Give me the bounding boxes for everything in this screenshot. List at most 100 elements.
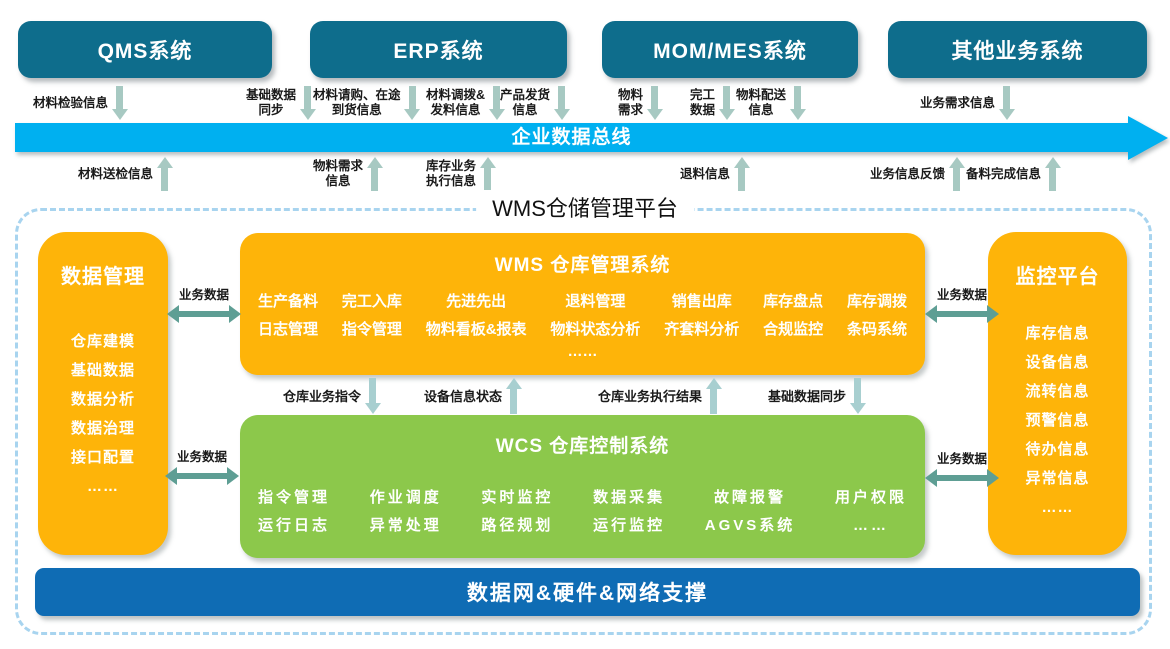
flow-material-delivery-info: 物料配送 信息 [736, 84, 806, 122]
flow-label: 仓库业务执行结果 [598, 388, 703, 404]
up-arrow-icon [948, 157, 965, 191]
system-box-qms-label: QMS系统 [97, 39, 193, 63]
flow-label: 退料信息 [680, 166, 731, 181]
list-item: …… [87, 478, 119, 495]
flow-business-execution-result: 仓库业务执行结果 [598, 377, 722, 415]
double-arrow-icon [165, 467, 239, 485]
module-item: 条码系统 [846, 321, 907, 338]
list-item: 库存信息 [1025, 325, 1090, 342]
flow-material-return-info: 退料信息 [680, 155, 750, 193]
module-column: 实时监控 路径规划 [481, 484, 553, 540]
flow-label: 物料需求 信息 [313, 159, 364, 188]
module-column: 库存调拨 条码系统 [847, 288, 907, 344]
flow-completion-data: 完工 数据 [690, 84, 735, 122]
flow-transfer-issue-info: 材料调拨& 发料信息 [426, 84, 505, 122]
exchange-label: 业务数据 [936, 452, 987, 466]
down-arrow-icon [849, 378, 866, 414]
module-item: 实时监控 [481, 489, 554, 506]
data-management-items: 仓库建模 基础数据 数据分析 数据治理 接口配置 …… [38, 327, 168, 501]
flow-material-submission-info: 材料送检信息 [78, 155, 173, 193]
exchange-label: 业务数据 [936, 288, 987, 302]
module-item: 物料状态分析 [550, 321, 641, 338]
list-item: 仓库建模 [70, 333, 135, 350]
monitor-platform-title: 监控平台 [1015, 266, 1100, 288]
down-arrow-icon [111, 86, 128, 120]
flow-label: 材料调拨& 发料信息 [426, 88, 486, 117]
list-item: 数据分析 [70, 391, 135, 408]
up-arrow-icon [366, 157, 383, 191]
module-column: 生产备料 日志管理 [258, 288, 318, 344]
flow-label: 完工 数据 [690, 88, 716, 117]
module-column: 数据采集 运行监控 [593, 484, 665, 540]
module-item: 故障报警 [714, 489, 787, 506]
system-box-qms: QMS系统 [18, 21, 272, 78]
down-arrow-icon [364, 378, 381, 414]
down-arrow-icon [646, 86, 663, 120]
bus-label: 企业数据总线 [511, 127, 632, 148]
flow-label: 材料检验信息 [33, 95, 109, 110]
flow-product-shipment-info: 产品发货 信息 [500, 84, 570, 122]
list-item: 待办信息 [1025, 441, 1090, 458]
exchange-wms-monitor: 业务数据 [925, 288, 999, 323]
up-arrow-icon [505, 378, 522, 414]
flow-label: 基础数据 同步 [246, 88, 297, 117]
module-item: 指令管理 [258, 489, 331, 506]
flow-label: 材料请购、在途 到货信息 [313, 88, 401, 117]
flow-label: 材料送检信息 [78, 166, 154, 181]
module-item: 指令管理 [341, 321, 402, 338]
exchange-label: 业务数据 [178, 288, 229, 302]
system-box-other: 其他业务系统 [888, 21, 1147, 78]
wms-modules: 生产备料 日志管理 完工入库 指令管理 先进先出 物料看板&报表 退料管理 物料… [240, 288, 925, 344]
module-item: 运行日志 [258, 517, 331, 534]
list-item: 流转信息 [1025, 383, 1090, 400]
module-column: 退料管理 物料状态分析 [550, 288, 640, 344]
module-item: 先进先出 [446, 293, 507, 310]
system-box-erp-label: ERP系统 [393, 39, 484, 63]
infrastructure-label: 数据网&硬件&网络支撑 [466, 582, 709, 605]
flow-base-data-sync-mid: 基础数据同步 [768, 377, 866, 415]
module-column: 完工入库 指令管理 [342, 288, 402, 344]
down-arrow-icon [998, 86, 1015, 120]
flow-label: 设备信息状态 [424, 388, 503, 404]
system-box-erp: ERP系统 [310, 21, 567, 78]
list-item: 基础数据 [70, 362, 135, 379]
flow-label: 物料 需求 [618, 88, 644, 117]
flow-label: 业务信息反馈 [870, 166, 946, 181]
module-item: 作业调度 [369, 489, 442, 506]
list-item: 接口配置 [70, 449, 135, 466]
flow-purchase-transit-arrival: 材料请购、在途 到货信息 [313, 84, 421, 122]
module-column: 库存盘点 合规监控 [763, 288, 823, 344]
list-item: …… [1041, 499, 1074, 516]
flow-label: 基础数据同步 [768, 388, 847, 404]
flow-business-feedback: 业务信息反馈 [870, 155, 965, 193]
enterprise-data-bus-arrow: 企业数据总线 [15, 116, 1168, 160]
data-management-title: 数据管理 [61, 266, 145, 288]
down-arrow-icon [488, 86, 505, 120]
flow-label: 库存业务 执行信息 [426, 159, 477, 188]
module-item: 用户权限 [834, 489, 907, 506]
flow-label: 备料完成信息 [966, 166, 1042, 181]
flow-material-inspection-info: 材料检验信息 [33, 84, 128, 122]
module-item: 运行监控 [593, 517, 666, 534]
down-arrow-icon [789, 86, 806, 120]
down-arrow-icon [553, 86, 570, 120]
module-item: 销售出库 [671, 293, 732, 310]
exchange-wcs-monitor: 业务数据 [925, 452, 999, 487]
module-item: 物料看板&报表 [425, 321, 527, 338]
module-item: 合规监控 [763, 321, 824, 338]
module-item: 生产备料 [258, 293, 319, 310]
more-modules-ellipsis: …… [567, 343, 598, 360]
module-item: 库存调拨 [846, 293, 907, 310]
bus-bar [15, 123, 1128, 152]
down-arrow-icon [404, 86, 421, 120]
up-arrow-icon [156, 157, 173, 191]
list-item: 预警信息 [1025, 412, 1090, 429]
module-item: 日志管理 [258, 321, 319, 338]
up-arrow-icon [705, 378, 722, 414]
flow-label: 仓库业务指令 [283, 388, 362, 404]
wcs-system-title: WCS 仓库控制系统 [495, 436, 670, 457]
module-item: 退料管理 [565, 293, 626, 310]
flow-label: 物料配送 信息 [736, 88, 787, 117]
flow-device-status: 设备信息状态 [424, 377, 522, 415]
exchange-datamgmt-wms: 业务数据 [167, 288, 241, 323]
